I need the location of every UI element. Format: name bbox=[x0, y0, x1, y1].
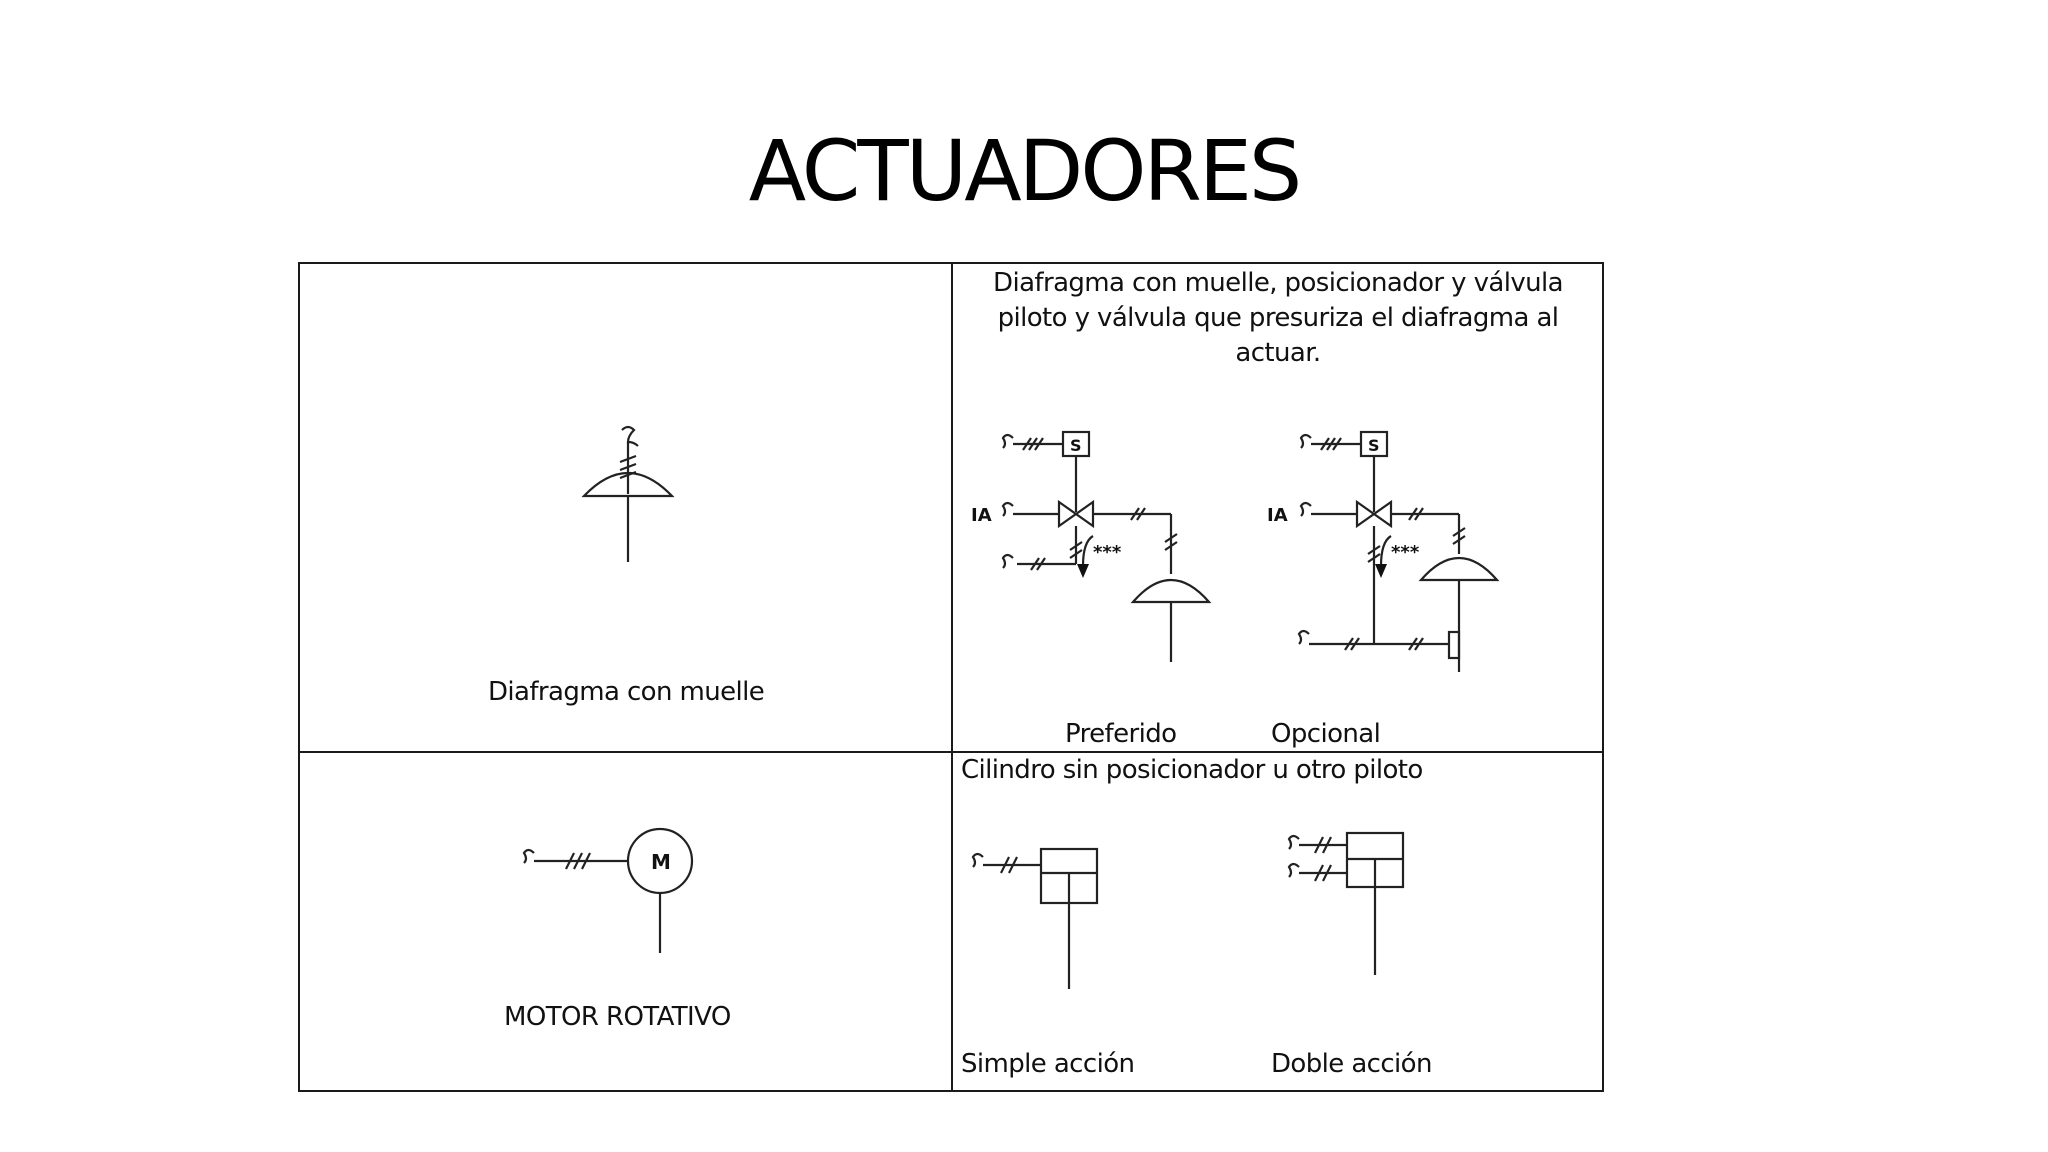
single-acting-cylinder-symbol bbox=[971, 847, 1099, 989]
stars-label: *** bbox=[1391, 542, 1420, 563]
cell-rotary-motor: M MOTOR ROTATIVO bbox=[298, 751, 953, 1092]
option-label-double-acting: Doble acción bbox=[1271, 1049, 1432, 1079]
solenoid-label: S bbox=[1070, 436, 1082, 455]
cell-diaphragm-spring: Diafragma con muelle bbox=[298, 262, 953, 753]
diaphragm-actuator-symbol bbox=[581, 425, 675, 562]
option-label-single-acting: Simple acción bbox=[961, 1049, 1135, 1079]
caption-rotary-motor: MOTOR ROTATIVO bbox=[504, 1002, 731, 1032]
option-label-preferred: Preferido bbox=[1065, 719, 1177, 749]
instrument-air-label: IA bbox=[1267, 505, 1288, 526]
instrument-air-label: IA bbox=[971, 505, 992, 526]
solenoid-label: S bbox=[1368, 436, 1380, 455]
cell-diaphragm-positioner: Diafragma con muelle, posicionador y vál… bbox=[951, 262, 1604, 753]
actuator-symbols-table: Diafragma con muelle Diafragma con muell… bbox=[298, 262, 1604, 1092]
stars-label: *** bbox=[1093, 542, 1122, 563]
preferred-positioner-symbol: S IA *** bbox=[971, 430, 1212, 662]
cell-title-diaphragm-positioner: Diafragma con muelle, posicionador y vál… bbox=[993, 268, 1564, 368]
double-acting-cylinder-symbol bbox=[1287, 831, 1405, 975]
option-label-optional: Opcional bbox=[1271, 719, 1381, 749]
cell-title-cylinder: Cilindro sin posicionador u otro piloto bbox=[961, 755, 1423, 785]
cell-cylinder: Cilindro sin posicionador u otro piloto bbox=[951, 751, 1604, 1092]
rotary-motor-symbol: M bbox=[522, 827, 694, 953]
caption-diaphragm-spring: Diafragma con muelle bbox=[488, 677, 765, 707]
motor-letter: M bbox=[651, 850, 671, 874]
optional-positioner-symbol: S IA *** bbox=[1267, 430, 1500, 672]
page-title: ACTUADORES bbox=[748, 122, 1302, 220]
